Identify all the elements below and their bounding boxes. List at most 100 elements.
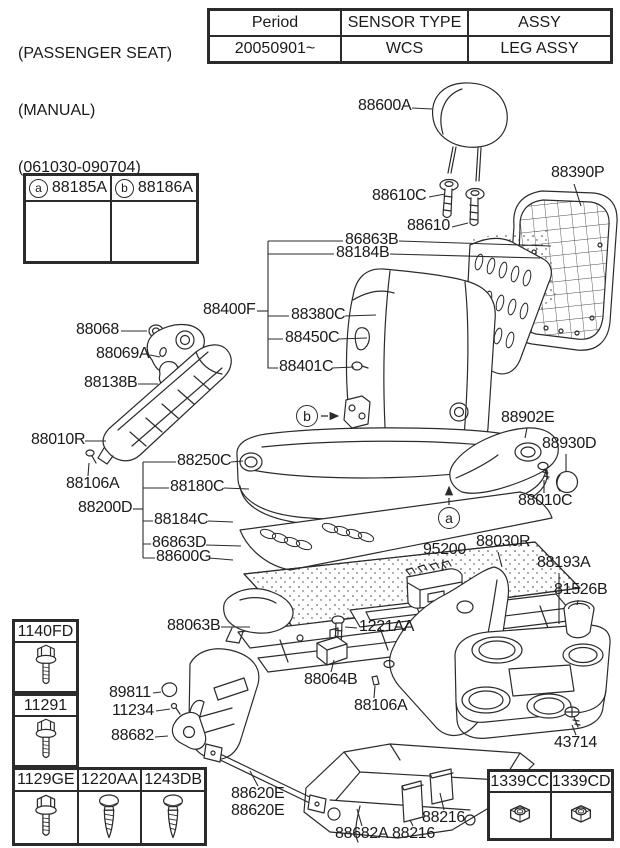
part-label-88010R: 88010R [31, 431, 86, 448]
part-label-88600A: 88600A [358, 97, 412, 114]
fastener-code-1129GE: 1129GE [14, 769, 78, 791]
frame-side-cover-illustration [187, 648, 260, 761]
fastener-code-1220AA: 1220AA [77, 769, 142, 791]
part-label-86863D: 86863D [152, 534, 207, 551]
part-label-88450C: 88450C [285, 329, 340, 346]
page-title: (PASSENGER SEAT) (MANUAL) (061030-090704… [18, 6, 172, 196]
part-label-88068: 88068 [76, 321, 119, 338]
cushion-pad-illustration [239, 491, 553, 571]
pin-11234-illustration [170, 702, 181, 715]
callout-b: b [296, 405, 318, 427]
headrest-illustration [432, 82, 508, 182]
part-label-1221AA: 1221AA [359, 618, 415, 635]
part-label-88193A: 88193A [537, 554, 591, 571]
part-label-88030R: 88030R [476, 533, 531, 550]
info-header-assy: ASSY [468, 10, 611, 36]
fastener-code-11291: 11291 [14, 695, 77, 716]
callout-letter-a-badge: a [28, 178, 48, 198]
part-label-88620E-2: 88620E [231, 802, 285, 819]
title-line-2: (MANUAL) [18, 102, 96, 119]
part-label-86863B: 86863B [345, 231, 399, 248]
front-leg-cover-illustration [223, 588, 294, 644]
inset-header-b: b 88186A [111, 175, 197, 201]
fastener-row-nuts: 1339CC 1339CD [487, 769, 614, 841]
cupholder-tray-illustration [454, 624, 611, 739]
part-label-88610C: 88610C [372, 187, 427, 204]
buckle-housing-illustration [316, 627, 348, 666]
tapping-screw-icon [141, 791, 205, 844]
tapping-screw-icon [77, 791, 142, 844]
flange-bolt-icon [14, 716, 77, 766]
headrest-guide-pins-illustration [439, 178, 485, 227]
part-label-95200: 95200 [423, 541, 466, 558]
info-table: Period SENSOR TYPE ASSY 20050901~ WCS LE… [207, 8, 613, 64]
info-value-sensor: WCS [341, 36, 468, 62]
fastener-row-bottom: 1129GE 1220AA 1243DB [12, 767, 207, 846]
info-value-assy: LEG ASSY [468, 36, 611, 62]
part-label-88600G: 88600G [156, 548, 212, 565]
cup-illustration [563, 600, 595, 639]
part-label-81526B: 81526B [554, 581, 608, 598]
part-label-88106A-right: 88106A [354, 697, 408, 714]
part-label-88620E-1: 88620E [231, 785, 285, 802]
part-label-88401C: 88401C [279, 358, 334, 375]
inset-code-b: 88186A [137, 179, 194, 196]
hex-nut-icon [489, 792, 551, 839]
flange-bolt-icon [14, 642, 77, 692]
inset-image-b [111, 201, 197, 262]
part-label-89811: 89811 [109, 684, 151, 701]
flange-bolt-icon [14, 791, 78, 844]
cross-rod-illustration [203, 743, 327, 814]
hex-nut-icon [550, 792, 612, 839]
part-label-88216-1: 88216 [392, 825, 435, 842]
part-label-88106A-left: 88106A [66, 475, 120, 492]
inset-header-a: a 88185A [25, 175, 111, 201]
part-label-88200D: 88200D [78, 499, 133, 516]
part-label-88010C: 88010C [518, 492, 573, 509]
part-label-43714: 43714 [554, 734, 597, 751]
part-label-88250C: 88250C [177, 452, 232, 469]
belt-anchor-illustration [171, 699, 207, 750]
screw-43714-illustration [564, 706, 581, 728]
callout-a: a [438, 507, 460, 529]
part-label-88682: 88682 [111, 727, 154, 744]
bracket-inset-table: a 88185A b 88186A [23, 173, 199, 264]
part-label-88902E: 88902E [501, 409, 555, 426]
part-label-88184B: 88184B [336, 244, 390, 261]
part-label-88063B: 88063B [167, 617, 221, 634]
inset-code-a: 88185A [51, 179, 108, 196]
pin-88106a-right-illustration [371, 675, 380, 686]
inset-image-a [25, 201, 111, 262]
part-label-88069A: 88069A [96, 345, 150, 362]
fastener-code-1243DB: 1243DB [141, 769, 205, 791]
leader-lines [85, 107, 582, 827]
info-header-period: Period [209, 10, 341, 36]
part-label-88064B: 88064B [304, 671, 358, 688]
title-line-1: (PASSENGER SEAT) [18, 45, 173, 62]
callout-arrows [321, 411, 454, 505]
fastener-code-1339CC: 1339CC [489, 771, 551, 792]
part-label-11234: 11234 [112, 702, 154, 719]
fastener-code-1339CD: 1339CD [550, 771, 612, 792]
side-shield-inner-illustration [85, 344, 232, 465]
part-label-88138B: 88138B [84, 374, 138, 391]
part-label-88930D: 88930D [542, 435, 597, 452]
info-value-period: 20050901~ [209, 36, 341, 62]
part-label-88216-2: 88216 [422, 809, 465, 826]
part-label-88610: 88610 [407, 217, 450, 234]
part-label-88180C: 88180C [170, 478, 225, 495]
part-label-88184C: 88184C [154, 511, 209, 528]
part-label-88682A: 88682A [335, 825, 389, 842]
title-line-3: (061030-090704) [18, 159, 141, 176]
fastener-box-11291: 11291 [12, 693, 79, 768]
fastener-box-1140FD: 1140FD [12, 619, 79, 694]
pads-88216-illustration [401, 768, 454, 823]
part-label-88400F: 88400F [203, 301, 256, 318]
armrest-illustration [449, 427, 579, 494]
part-label-88380C: 88380C [291, 306, 346, 323]
callout-letter-b-badge: b [114, 178, 134, 198]
cap-89811-illustration [161, 682, 178, 698]
fastener-code-1140FD: 1140FD [14, 621, 77, 642]
